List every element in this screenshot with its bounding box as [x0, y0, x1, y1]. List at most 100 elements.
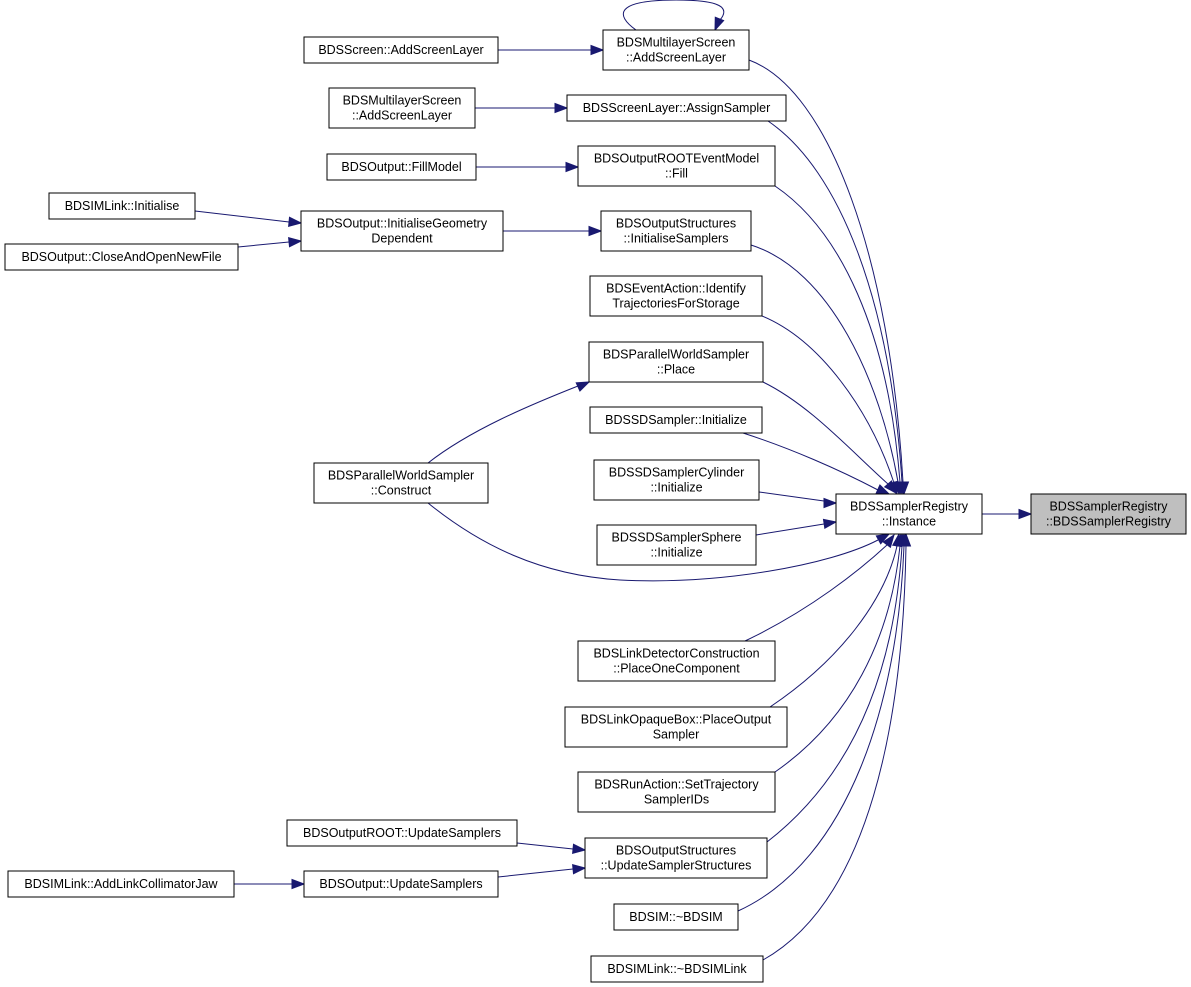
edge-line	[767, 120, 903, 483]
edge-line	[755, 523, 825, 536]
node-label-line: ::Initialize	[650, 481, 702, 495]
edge-line	[750, 244, 899, 483]
node-label-line: ::BDSSamplerRegistry	[1046, 515, 1172, 529]
edge-out_initgeom-to-os_init	[503, 225, 603, 237]
node-box	[589, 275, 763, 317]
node-pws-place[interactable]: BDSParallelWorldSampler::Place	[588, 341, 764, 383]
edge-line	[766, 545, 903, 843]
node-ldc-place[interactable]: BDSLinkDetectorConstruction::PlaceOneCom…	[577, 640, 776, 682]
node-box	[577, 145, 776, 187]
node-box	[577, 640, 776, 682]
edge-line	[761, 315, 895, 484]
edge-arrowhead	[590, 44, 605, 56]
node-box	[600, 210, 752, 252]
node-ml-add[interactable]: BDSMultilayerScreen::AddScreenLayer	[602, 29, 750, 71]
edge-line	[744, 544, 888, 642]
node-label-line: BDSOutputStructures	[616, 217, 736, 231]
node-target[interactable]: BDSSamplerRegistry::BDSSamplerRegistry	[1030, 493, 1187, 535]
edge-arrowhead	[822, 518, 838, 530]
node-label-line: TrajectoriesForStorage	[612, 297, 739, 311]
node-label-line: ::AddScreenLayer	[626, 51, 726, 65]
node-sdsph-init[interactable]: BDSSDSamplerSphere::Initialize	[596, 524, 757, 566]
node-label-line: BDSIMLink::~BDSIMLink	[607, 962, 747, 976]
edge-line	[622, 0, 725, 31]
edge-arrowhead	[572, 843, 587, 854]
node-box	[286, 819, 518, 847]
node-sdcyl-init[interactable]: BDSSDSamplerCylinder::Initialize	[593, 459, 760, 501]
node-os-update[interactable]: BDSOutputStructures::UpdateSamplerStruct…	[584, 837, 768, 879]
node-out-update[interactable]: BDSOutput::UpdateSamplers	[303, 870, 499, 898]
node-box	[566, 94, 787, 122]
node-box	[1030, 493, 1187, 535]
edge-link_init-to-out_initgeom	[194, 210, 303, 227]
edge-line	[774, 545, 901, 773]
node-label-line: BDSIMLink::Initialise	[65, 199, 180, 213]
node-label-line: ::InitialiseSamplers	[624, 232, 729, 246]
node-sd-init[interactable]: BDSSDSampler::Initialize	[589, 406, 763, 434]
node-ml-add2[interactable]: BDSMultilayerScreen::AddScreenLayer	[328, 87, 476, 129]
node-label-line: BDSLinkOpaqueBox::PlaceOutput	[581, 713, 772, 727]
node-box	[590, 955, 764, 983]
edge-arrowhead	[1018, 508, 1033, 520]
nodes-layer: BDSSamplerRegistry::BDSSamplerRegistryBD…	[4, 29, 1187, 983]
edge-out_close-to-out_initgeom	[237, 237, 303, 248]
node-box	[589, 406, 763, 434]
node-pws-construct[interactable]: BDSParallelWorldSampler::Construct	[313, 462, 489, 504]
node-label-line: BDSOutput::InitialiseGeometry	[317, 217, 488, 231]
node-label-line: ::Fill	[665, 167, 688, 181]
edge-line	[427, 385, 579, 464]
edge-line	[737, 545, 905, 912]
node-root-fill[interactable]: BDSOutputROOTEventModel::Fill	[577, 145, 776, 187]
edge-ml_add-to-ml_add	[622, 0, 725, 32]
node-label-line: BDSOutputROOTEventModel	[594, 152, 759, 166]
node-box	[4, 243, 239, 271]
edge-root_update-to-os_update	[516, 842, 587, 854]
node-label-line: BDSEventAction::Identify	[606, 282, 746, 296]
edge-sl_assign-to-instance	[767, 120, 909, 496]
edge-ldc_place-to-instance	[744, 533, 895, 642]
edge-ea_ident-to-instance	[761, 315, 899, 496]
node-label-line: BDSOutput::CloseAndOpenNewFile	[21, 250, 221, 264]
node-box	[584, 837, 768, 879]
node-bdsim-dtor[interactable]: BDSIM::~BDSIM	[613, 903, 739, 931]
node-out-close[interactable]: BDSOutput::CloseAndOpenNewFile	[4, 243, 239, 271]
edge-out_update-to-os_update	[497, 864, 587, 878]
node-link-jaw[interactable]: BDSIMLink::AddLinkCollimatorJaw	[7, 870, 235, 898]
edge-line	[758, 491, 825, 502]
node-out-fillmodel[interactable]: BDSOutput::FillModel	[326, 153, 477, 181]
edge-arrowhead	[882, 533, 895, 549]
node-label-line: ::Construct	[371, 484, 432, 498]
node-link-init[interactable]: BDSIMLink::Initialise	[48, 192, 196, 220]
node-label-line: BDSMultilayerScreen	[343, 94, 462, 108]
edge-line	[497, 868, 574, 878]
edge-sdsph_init-to-instance	[755, 518, 838, 536]
node-root-update[interactable]: BDSOutputROOT::UpdateSamplers	[286, 819, 518, 847]
edge-link_dtor-to-instance	[762, 532, 912, 961]
edge-arrowhead	[575, 381, 591, 392]
node-ea-ident[interactable]: BDSEventAction::IdentifyTrajectoriesForS…	[589, 275, 763, 317]
edge-line	[194, 210, 290, 223]
edge-os_update-to-instance	[766, 532, 909, 843]
node-link-dtor[interactable]: BDSIMLink::~BDSIMLink	[590, 955, 764, 983]
node-label-line: ::AddScreenLayer	[352, 109, 452, 123]
edges-layer	[194, 0, 1033, 961]
node-sl-assign[interactable]: BDSScreenLayer::AssignSampler	[566, 94, 787, 122]
edge-arrowhead	[900, 532, 912, 547]
node-box	[577, 771, 776, 813]
node-scr-add[interactable]: BDSScreen::AddScreenLayer	[303, 36, 499, 64]
node-os-init[interactable]: BDSOutputStructures::InitialiseSamplers	[600, 210, 752, 252]
edge-line	[516, 842, 574, 850]
node-label-line: Sampler	[653, 728, 700, 742]
node-box	[602, 29, 750, 71]
edge-line	[742, 432, 879, 491]
node-instance[interactable]: BDSSamplerRegistry::Instance	[835, 493, 983, 535]
node-box	[313, 462, 489, 504]
node-label-line: SamplerIDs	[644, 793, 709, 807]
node-label-line: ::PlaceOneComponent	[613, 662, 740, 676]
node-box	[588, 341, 764, 383]
node-label-line: BDSIM::~BDSIM	[629, 910, 722, 924]
node-label-line: BDSOutputROOT::UpdateSamplers	[303, 826, 501, 840]
